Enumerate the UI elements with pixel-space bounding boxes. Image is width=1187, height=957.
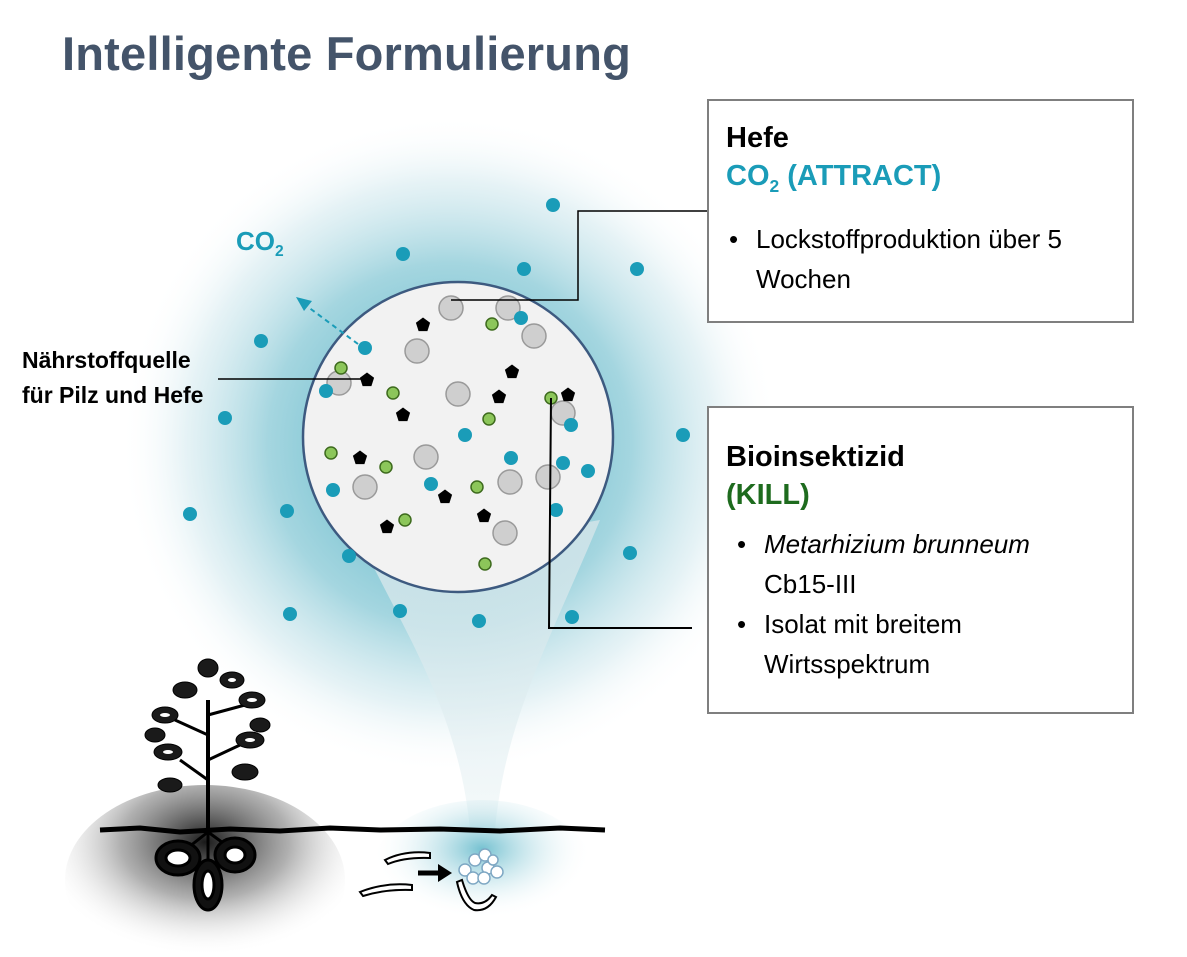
fungus-particle bbox=[398, 513, 412, 527]
connector-bio bbox=[547, 397, 692, 629]
egg-cluster-icon bbox=[458, 848, 504, 885]
co2-dot bbox=[342, 549, 356, 563]
nutrient-source-label: Nährstoffquelle für Pilz und Hefe bbox=[22, 343, 203, 413]
nutrient-particle bbox=[359, 372, 375, 387]
connector-hefe bbox=[451, 210, 707, 301]
bio-strain-code: Cb15-III bbox=[764, 569, 857, 599]
hefe-sub-index: 2 bbox=[769, 175, 780, 196]
hefe-bullet-list: Lockstoffproduktion über 5 Wochen bbox=[726, 219, 1116, 299]
co2-dot bbox=[623, 546, 637, 560]
co2-release-arrow-icon bbox=[296, 297, 359, 345]
co2-dot bbox=[564, 418, 578, 432]
potato-plant-icon bbox=[144, 658, 271, 830]
co2-label-main: CO bbox=[236, 226, 275, 256]
co2-dot bbox=[396, 247, 410, 261]
hefe-bullet: Lockstoffproduktion über 5 Wochen bbox=[726, 219, 1116, 299]
co2-dot bbox=[280, 504, 294, 518]
yeast-particle bbox=[404, 338, 430, 364]
yeast-particle bbox=[413, 444, 439, 470]
hefe-subheading: CO2 (ATTRACT) bbox=[726, 157, 1116, 205]
fungus-particle bbox=[485, 317, 499, 331]
co2-dot bbox=[183, 507, 197, 521]
ground-line bbox=[99, 825, 606, 835]
co2-dot bbox=[630, 262, 644, 276]
nutrient-label-line1: Nährstoffquelle bbox=[22, 347, 191, 373]
larvae-icon bbox=[358, 851, 498, 912]
yeast-particle bbox=[438, 295, 464, 321]
co2-dots bbox=[183, 198, 690, 628]
co2-dot bbox=[319, 384, 333, 398]
co2-dot bbox=[549, 503, 563, 517]
co2-dot bbox=[424, 477, 438, 491]
co2-dot bbox=[218, 411, 232, 425]
nutrient-particle bbox=[560, 387, 576, 402]
co2-dot bbox=[556, 456, 570, 470]
bio-heading: Bioinsektizid bbox=[726, 441, 905, 473]
yeast-particle bbox=[495, 295, 521, 321]
potato-tubers-icon bbox=[154, 830, 257, 912]
bio-subheading: (KILL) bbox=[726, 479, 810, 511]
co2-dot bbox=[458, 428, 472, 442]
co2-dot bbox=[581, 464, 595, 478]
nutrient-particle bbox=[379, 519, 395, 534]
nutrient-particle bbox=[352, 450, 368, 465]
yeast-particle bbox=[535, 464, 561, 490]
nutrient-particle bbox=[395, 407, 411, 422]
co2-dot bbox=[326, 483, 340, 497]
co2-dot bbox=[565, 610, 579, 624]
fungus-particle bbox=[482, 412, 496, 426]
nutrient-particles bbox=[352, 317, 576, 534]
nutrient-particle bbox=[491, 389, 507, 404]
fungus-particle bbox=[334, 361, 348, 375]
hefe-sub-rest: (ATTRACT) bbox=[779, 160, 942, 192]
co2-dot bbox=[283, 607, 297, 621]
nutrient-particle bbox=[504, 364, 520, 379]
co2-dot bbox=[393, 604, 407, 618]
bio-bullet-isolate: Isolat mit breitem Wirtsspektrum bbox=[734, 604, 1116, 684]
yeast-particle bbox=[492, 520, 518, 546]
yeast-particle bbox=[497, 469, 523, 495]
release-beam bbox=[370, 520, 600, 830]
yeast-particle bbox=[521, 323, 547, 349]
co2-label: CO2 bbox=[236, 226, 284, 261]
nutrient-particle bbox=[476, 508, 492, 523]
page-title: Intelligente Formulierung bbox=[62, 27, 632, 80]
yeast-particle bbox=[445, 381, 471, 407]
co2-dot bbox=[254, 334, 268, 348]
hefe-heading: Hefe bbox=[726, 122, 789, 154]
co2-label-sub: 2 bbox=[275, 243, 284, 261]
fungus-particle bbox=[386, 386, 400, 400]
yeast-particle bbox=[352, 474, 378, 500]
co2-dot bbox=[504, 451, 518, 465]
fungus-particle bbox=[478, 557, 492, 571]
co2-dot bbox=[472, 614, 486, 628]
co2-dot bbox=[514, 311, 528, 325]
bio-strain-name: Metarhizium brunneum bbox=[764, 529, 1030, 559]
co2-dot bbox=[358, 341, 372, 355]
fungus-particle bbox=[324, 446, 338, 460]
co2-dot bbox=[676, 428, 690, 442]
hefe-sub-main: CO bbox=[726, 160, 770, 192]
fungus-particle bbox=[379, 460, 393, 474]
co2-dot bbox=[546, 198, 560, 212]
arrow-right-icon bbox=[418, 864, 452, 882]
co2-dot bbox=[517, 262, 531, 276]
hefe-info-box: Hefe CO2 (ATTRACT) Lockstoffproduktion ü… bbox=[707, 99, 1134, 323]
fungus-particle bbox=[470, 480, 484, 494]
yeast-particles bbox=[326, 295, 576, 546]
bioinsektizid-info-box: Bioinsektizid (KILL) Metarhizium brunneu… bbox=[707, 406, 1134, 714]
nutrient-label-line2: für Pilz und Hefe bbox=[22, 382, 204, 408]
formulation-capsule bbox=[301, 280, 615, 594]
nutrient-particle bbox=[415, 317, 431, 332]
nutrient-particle bbox=[437, 489, 453, 504]
